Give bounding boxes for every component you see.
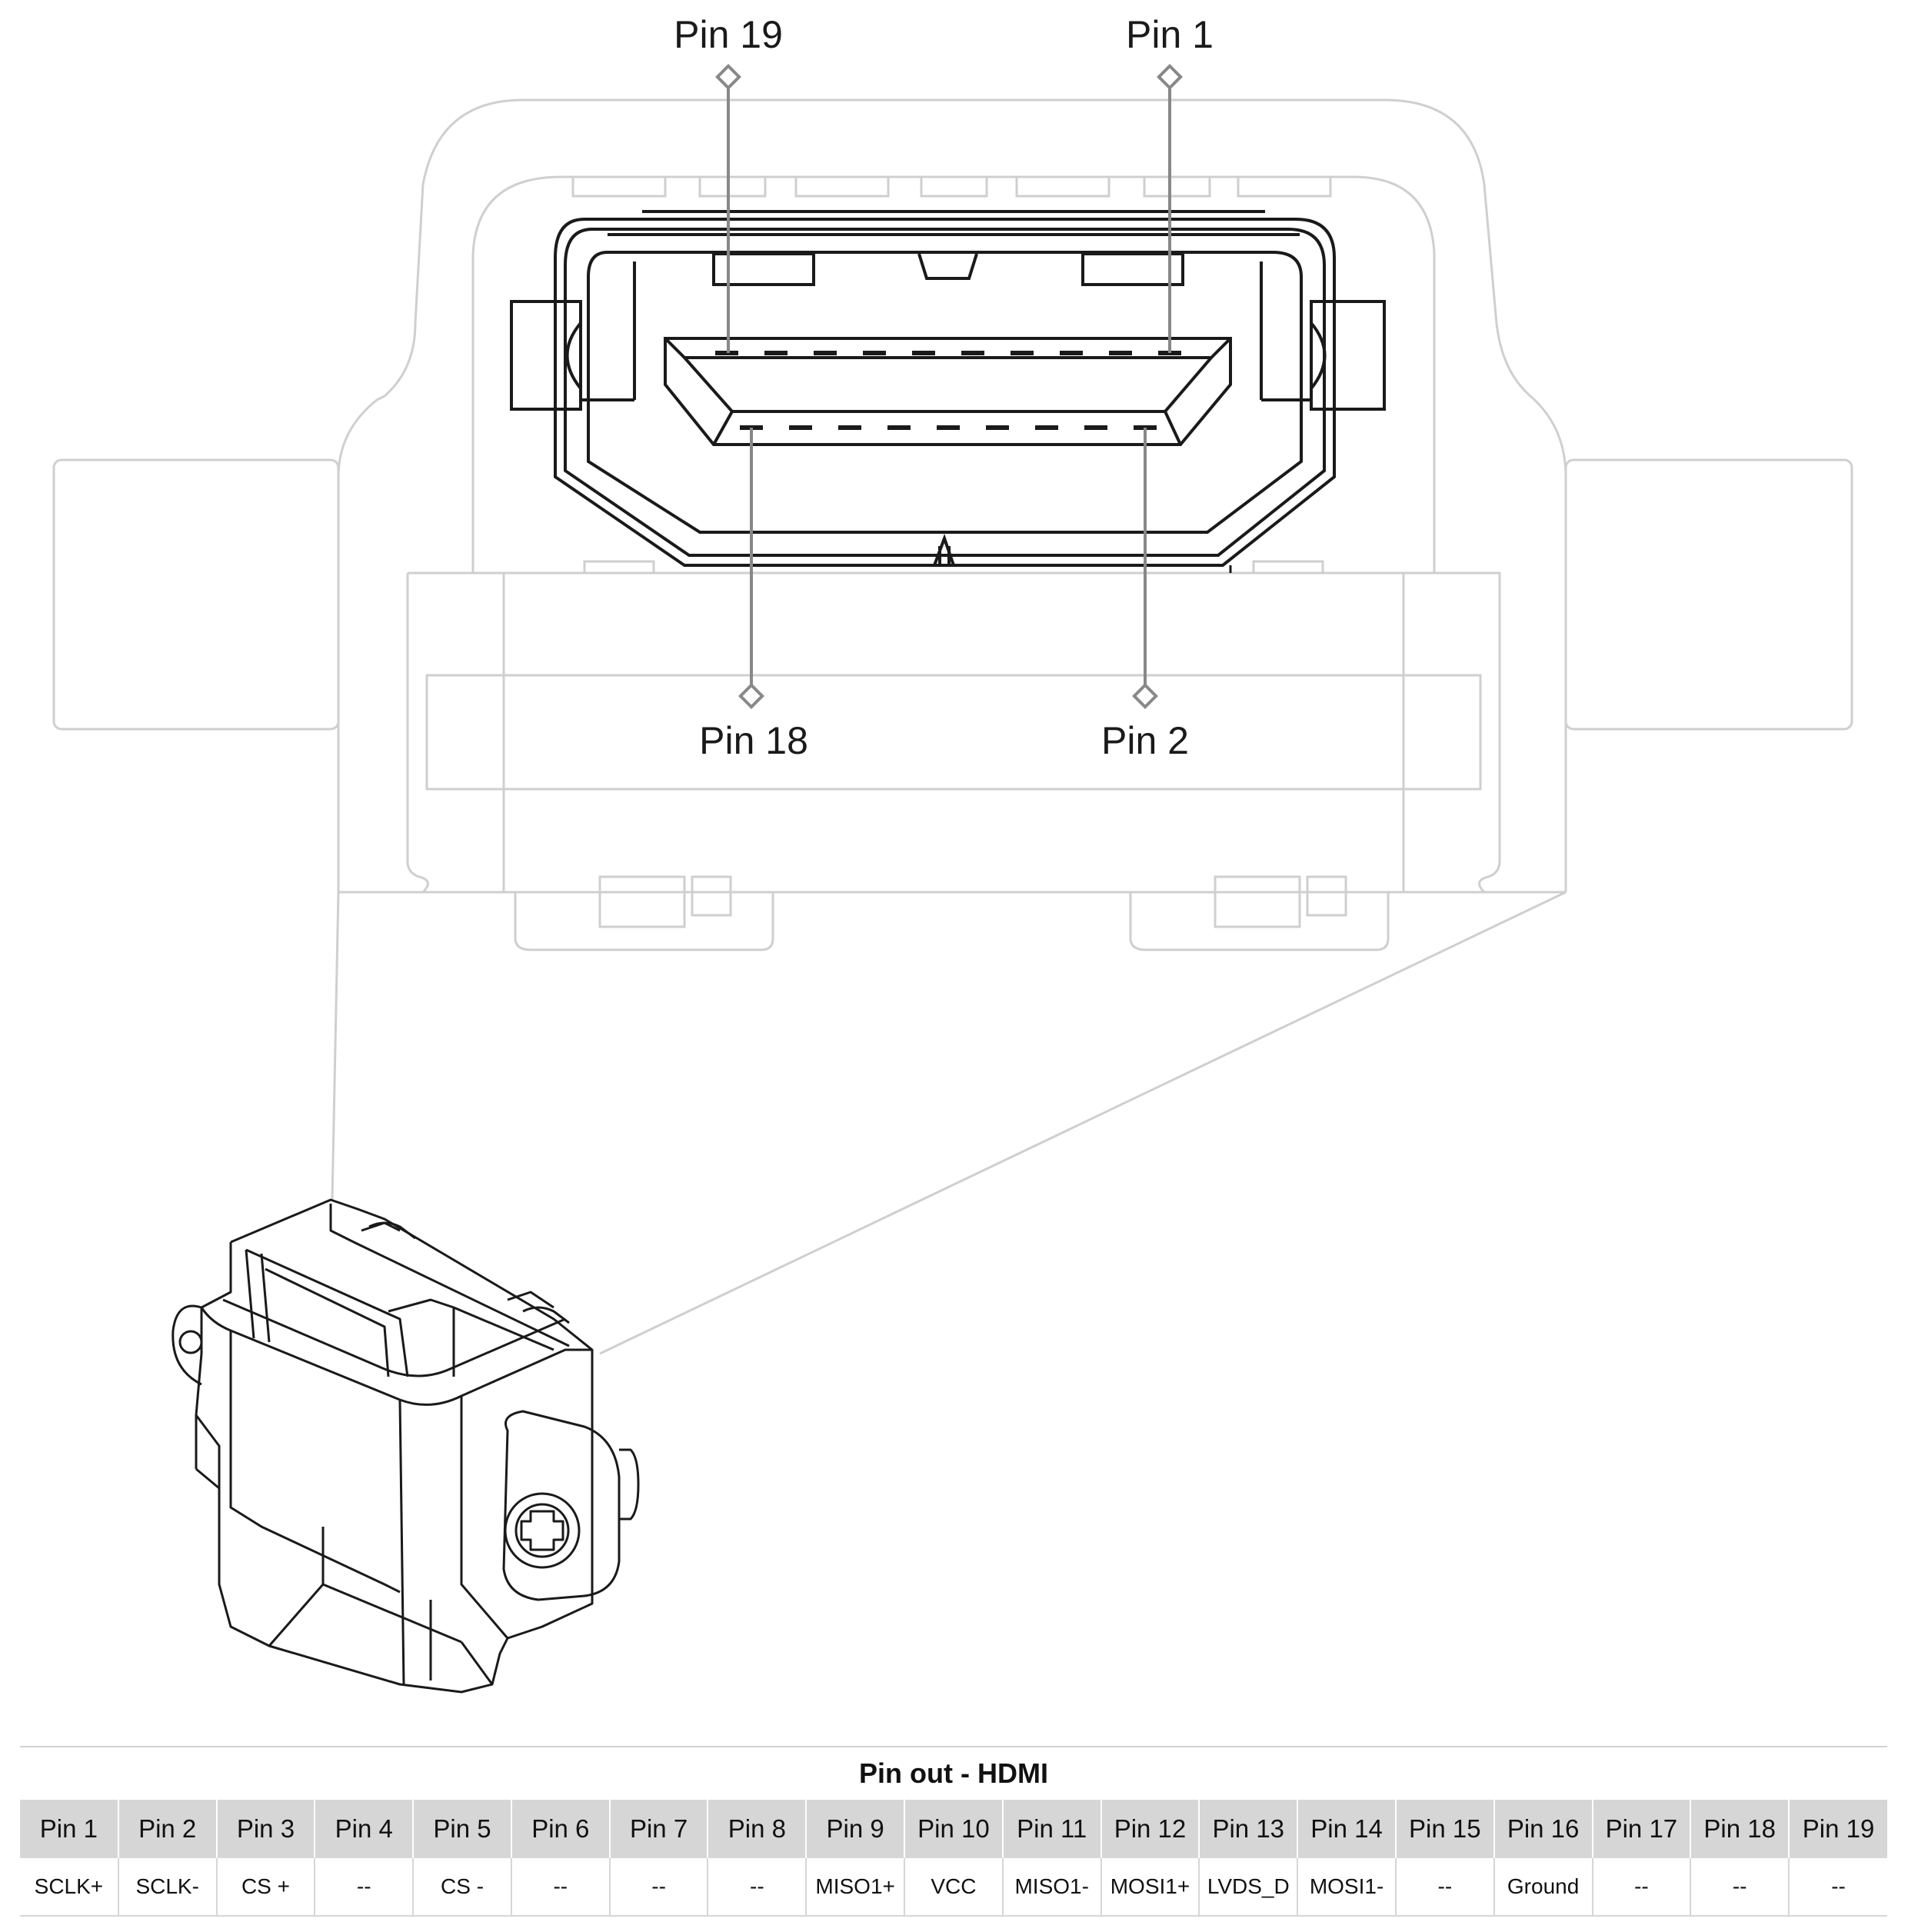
pin-signal-cell: MOSI1- [1297,1858,1397,1917]
pin-signal-cell: -- [1592,1858,1692,1917]
pin-signal-cell: Ground [1493,1858,1593,1917]
pin-header-cell: Pin 9 [806,1800,906,1858]
pin-header-cell: Pin 11 [1002,1800,1102,1858]
pin-header-cell: Pin 8 [708,1800,807,1858]
pin-header-cell: Pin 1 [20,1800,119,1858]
connector-3d-view [171,1198,640,1694]
pin-header-cell: Pin 15 [1395,1800,1495,1858]
pin-header-cell: Pin 4 [315,1800,415,1858]
pin-signal-cell: -- [511,1858,611,1917]
housing-outline [52,98,1853,1355]
pin-header-cell: Pin 2 [118,1800,218,1858]
pin-signal-cell: MISO1- [1002,1858,1102,1917]
hdmi-connector-diagram: Pin 19 Pin 1 Pin 18 Pin 2 [52,13,1853,1694]
pin-signal-cell: -- [1690,1858,1790,1917]
pin-signal-cell: LVDS_D [1199,1858,1299,1917]
pin-header-cell: Pin 5 [413,1800,512,1858]
pin-header-cell: Pin 18 [1690,1800,1790,1858]
pin-header-cell: Pin 14 [1297,1800,1397,1858]
pin-signal-cell: CS + [216,1858,316,1917]
pin-signal-cell: -- [609,1858,709,1917]
pin-header-cell: Pin 3 [216,1800,316,1858]
pin-signal-cell: CS - [413,1858,512,1917]
pin-19-label: Pin 19 [674,13,783,56]
pin-header-cell: Pin 19 [1789,1800,1887,1858]
pin-header-cell: Pin 12 [1101,1800,1200,1858]
pin-signal-cell: -- [1395,1858,1495,1917]
hdmi-receptacle [510,210,1386,573]
pin-header-cell: Pin 17 [1592,1800,1692,1858]
pin-19-callout: Pin 19 [674,13,783,353]
pin-signal-cell: -- [1789,1858,1887,1917]
pin-1-label: Pin 1 [1126,13,1214,56]
pin-signal-cell: MISO1+ [806,1858,906,1917]
pin-signal-cell: SCLK+ [20,1858,119,1917]
pin-signal-cell: -- [708,1858,807,1917]
pin-header-cell: Pin 16 [1493,1800,1593,1858]
pin-18-callout: Pin 18 [699,428,808,762]
pin-2-callout: Pin 2 [1101,428,1189,762]
pin-2-label: Pin 2 [1101,719,1189,762]
divider [20,1746,1887,1747]
pin-signal-cell: SCLK- [118,1858,218,1917]
pin-header-cell: Pin 7 [609,1800,709,1858]
pin-18-label: Pin 18 [699,719,808,762]
pin-header-cell: Pin 6 [511,1800,611,1858]
pin-signal-cell: MOSI1+ [1101,1858,1200,1917]
pin-signal-cell: VCC [904,1858,1004,1917]
pin-header-cell: Pin 13 [1199,1800,1299,1858]
pinout-title: Pin out - HDMI [859,1757,1048,1789]
pin-signal-cell: -- [315,1858,415,1917]
pin-1-callout: Pin 1 [1126,13,1214,353]
pin-header-cell: Pin 10 [904,1800,1004,1858]
